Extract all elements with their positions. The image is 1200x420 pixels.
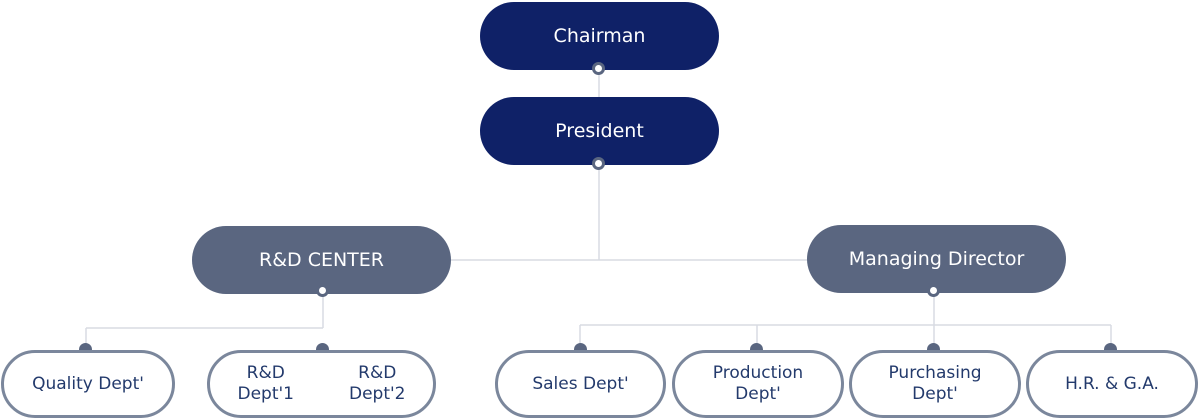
node-production-dept-label: Production Dept' [712,363,804,404]
node-hr-ga-dept-label: H.R. & G.A. [1065,373,1159,394]
node-rd-depts: R&D Dept'1 R&D Dept'2 [207,350,436,418]
node-rd-dept-2-label: R&D Dept'2 [349,363,406,404]
node-purchasing-dept: Purchasing Dept' [849,350,1021,418]
node-hr-ga-dept: H.R. & G.A. [1026,350,1198,418]
node-managing-director: Managing Director [807,225,1066,293]
node-sales-dept-label: Sales Dept' [532,373,629,394]
node-president: President [480,97,719,165]
node-president-label: President [555,120,644,142]
connector-dot [592,157,605,170]
node-rd-center: R&D CENTER [192,226,451,294]
node-quality-dept-label: Quality Dept' [32,373,144,394]
node-chairman-label: Chairman [553,25,646,47]
connector-dot [592,62,605,75]
node-production-dept: Production Dept' [672,350,844,418]
node-sales-dept: Sales Dept' [495,350,666,418]
node-rd-dept-1-label: R&D Dept'1 [237,363,295,404]
node-purchasing-dept-label: Purchasing Dept' [888,363,982,404]
connector-dot [316,284,329,297]
node-quality-dept: Quality Dept' [1,350,175,418]
connector-dot [927,284,940,297]
node-rd-center-label: R&D CENTER [259,249,384,271]
node-chairman: Chairman [480,2,719,70]
node-managing-director-label: Managing Director [848,248,1025,270]
